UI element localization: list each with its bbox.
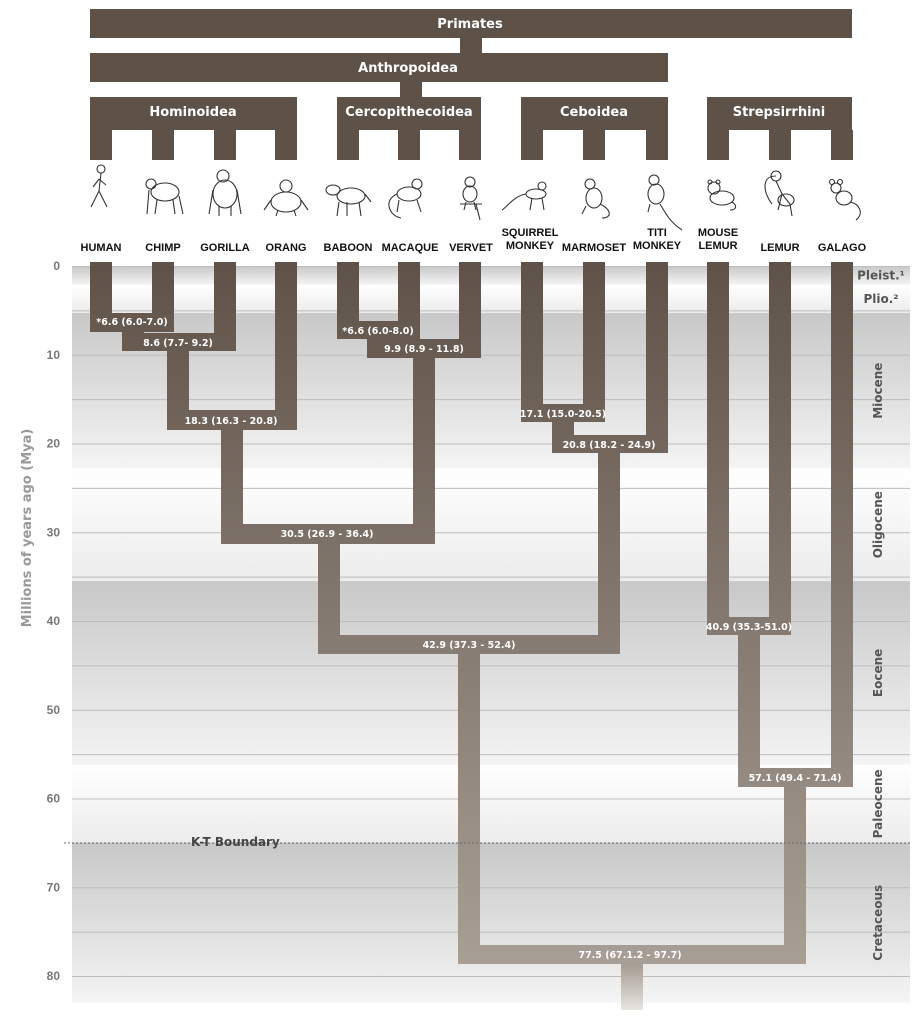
species-label-squirrel-monkey: MONKEY: [506, 240, 555, 252]
divergence-label: 57.1 (49.4 - 71.4): [749, 773, 842, 784]
species-label-titi-monkey: MONKEY: [633, 240, 682, 252]
group-label-strepsirrhini: Strepsirrhini: [733, 105, 826, 120]
species-label-chimp: CHIMP: [145, 242, 180, 254]
divergence-label: *6.6 (6.0-8.0): [342, 326, 413, 337]
species-labels: HUMAN CHIMP GORILLA ORANG BABOON MACAQUE VERVE…: [81, 227, 867, 254]
gorilla-icon: [208, 169, 242, 216]
tick-label: 10: [47, 348, 61, 362]
species-label-titi-monkey: TITI: [647, 227, 667, 239]
divergence-label: 17.1 (15.0-20.5): [520, 409, 606, 420]
group-label-hominoidea: Hominoidea: [149, 105, 236, 120]
species-label-mouse-lemur: LEMUR: [698, 240, 737, 252]
epoch-label: Pleist.¹: [857, 268, 905, 282]
epoch-label: Paleocene: [871, 769, 885, 838]
divergence-label: 20.8 (18.2 - 24.9): [563, 440, 656, 451]
tick-label: 70: [47, 880, 61, 894]
axis-title: Millions of years ago (Mya): [20, 429, 35, 628]
tick-label: 40: [47, 614, 61, 628]
divergence-labels: *6.6 (6.0-7.0) 8.6 (7.7- 9.2) 18.3 (16.3…: [96, 317, 841, 961]
vervet-icon: [460, 176, 482, 221]
divergence-label: 40.9 (35.3-51.0): [706, 622, 792, 633]
orang-icon: [263, 179, 309, 217]
species-label-mouse-lemur: MOUSE: [698, 227, 738, 239]
divergence-label: *6.6 (6.0-7.0): [96, 317, 167, 328]
titi-monkey-icon: [647, 174, 683, 231]
tick-label: 0: [53, 259, 60, 273]
epoch-label: Oligocene: [871, 491, 885, 558]
squirrel-monkey-icon: [501, 181, 547, 211]
species-label-vervet: VERVET: [449, 242, 493, 254]
divergence-label: 18.3 (16.3 - 20.8): [185, 416, 278, 427]
epoch-label: Plio.²: [863, 292, 898, 306]
tick-label: 50: [47, 703, 61, 717]
mouse-lemur-icon: [707, 179, 737, 211]
divergence-label: 8.6 (7.7- 9.2): [143, 338, 213, 349]
tick-label: 20: [47, 437, 61, 451]
species-label-galago: GALAGO: [818, 242, 867, 254]
group-label-anthropoidea: Anthropoidea: [358, 61, 458, 76]
group-label-primates: Primates: [437, 17, 503, 32]
human-icon: [90, 164, 108, 208]
kt-boundary-label: K-T Boundary: [191, 835, 280, 849]
baboon-icon: [325, 184, 372, 217]
species-label-lemur: LEMUR: [760, 242, 799, 254]
macaque-icon: [388, 178, 423, 219]
divergence-label: 42.9 (37.3 - 52.4): [423, 640, 516, 651]
epoch-label: Miocene: [871, 363, 885, 419]
chimp-icon: [145, 178, 184, 215]
epoch-label: Eocene: [871, 649, 885, 697]
divergence-label: 9.9 (8.9 - 11.8): [384, 344, 464, 355]
tick-label: 60: [47, 792, 61, 806]
tick-label: 80: [47, 969, 61, 983]
species-label-human: HUMAN: [81, 242, 122, 254]
species-label-baboon: BABOON: [324, 242, 373, 254]
species-label-marmoset: MARMOSET: [562, 242, 626, 254]
species-label-squirrel-monkey: SQUIRREL: [502, 227, 559, 239]
species-label-gorilla: GORILLA: [200, 242, 250, 254]
epoch-label: Cretaceous: [871, 885, 885, 961]
tick-label: 30: [47, 525, 61, 539]
galago-icon: [828, 178, 861, 221]
axis-ticks: 0 10 20 30 40 50 60 70 80: [47, 259, 61, 983]
root-stem: [621, 964, 643, 1010]
group-label-ceboidea: Ceboidea: [560, 105, 628, 120]
species-label-orang: ORANG: [266, 242, 307, 254]
marmoset-icon: [581, 178, 610, 219]
epoch-labels: Pleist.¹ Plio.² MioceneOligoceneEocenePale…: [857, 268, 905, 960]
species-label-macaque: MACAQUE: [382, 242, 439, 254]
lemur-icon: [764, 170, 795, 217]
tree-branches: [90, 262, 853, 964]
divergence-label: 30.5 (26.9 - 36.4): [281, 529, 374, 540]
group-label-cercopithecoidea: Cercopithecoidea: [345, 105, 472, 120]
divergence-label: 77.5 (67.1.2 - 97.7): [578, 950, 681, 961]
group-bars: [90, 9, 853, 160]
